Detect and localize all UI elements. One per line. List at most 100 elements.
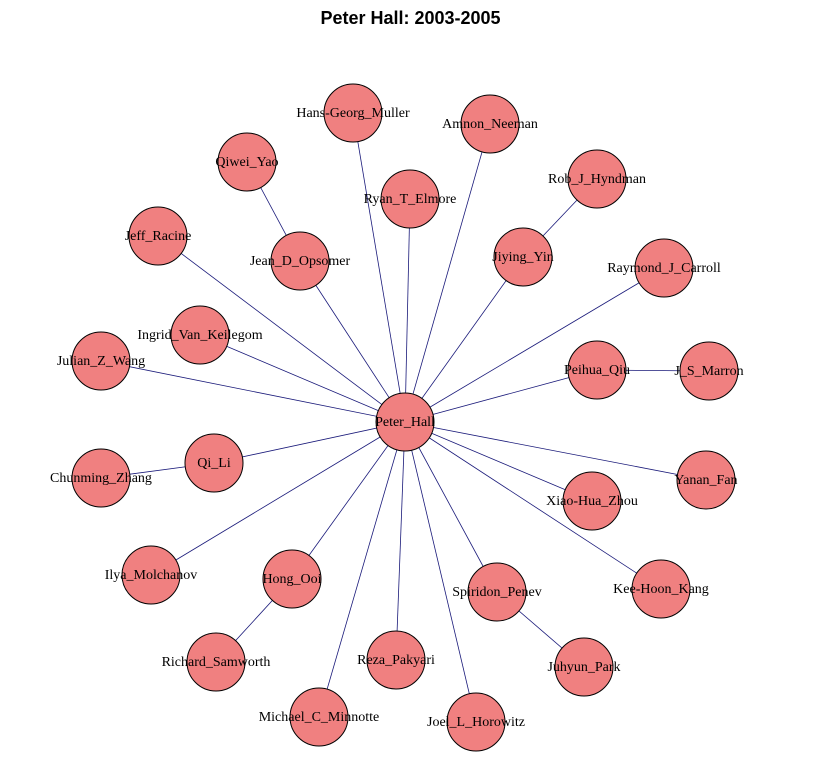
node-label: Ingrid_Van_Keilegom [137, 328, 262, 343]
node-label: Reza_Pakyari [357, 653, 435, 668]
node-circle [567, 149, 627, 209]
edge-peter-xiaohua [404, 421, 593, 502]
node-julian: Julian_Z_Wang [57, 331, 145, 391]
node-label: Qiwei_Yao [215, 155, 278, 170]
node-circle [71, 448, 131, 508]
node-michael: Michael_C_Minnotte [259, 687, 380, 747]
node-rob: Rob_J_Hyndman [548, 149, 646, 209]
graph-title: Peter Hall: 2003-2005 [320, 8, 501, 28]
edge-peter-hgm [352, 112, 406, 423]
edge-peter-jean [299, 260, 406, 423]
node-richard: Richard_Samworth [162, 632, 271, 692]
edge-peter-ilya [150, 421, 406, 576]
node-peihua: Peihua_Qiu [564, 340, 630, 400]
node-circle [366, 630, 426, 690]
edge-peter-julian [100, 360, 406, 423]
node-circle [493, 227, 553, 287]
node-jean: Jean_D_Opsomer [250, 231, 351, 291]
node-label: Michael_C_Minnotte [259, 710, 380, 725]
node-circle [71, 331, 131, 391]
node-circle [634, 238, 694, 298]
edge-peter-ingrid [199, 334, 406, 423]
edge-peter-raymond [404, 267, 665, 423]
node-label: Hong_Ooi [262, 572, 321, 587]
node-circle [170, 305, 230, 365]
node-label: Qi_Li [197, 456, 231, 471]
node-circle [567, 340, 627, 400]
node-label: Spiridon_Penev [452, 585, 541, 600]
edge-peter-joel [404, 421, 477, 723]
node-label: Peter_Hall [375, 415, 435, 430]
node-yanan: Yanan_Fan [674, 450, 738, 510]
node-circle [186, 632, 246, 692]
node-ingrid: Ingrid_Van_Keilegom [137, 305, 263, 365]
node-qili: Qi_Li [184, 433, 244, 493]
node-circle [679, 341, 739, 401]
node-label: Xiao-Hua_Zhou [546, 494, 638, 509]
node-reza: Reza_Pakyari [357, 630, 435, 690]
edge-peter-spiridon [404, 421, 498, 593]
node-layer: Peter_Hall Hans-Georg_MullerAmnon_NeemanQ… [50, 83, 744, 752]
node-jsm: J_S_Marron [674, 341, 744, 401]
node-raymond: Raymond_J_Carroll [607, 238, 721, 298]
node-label: Hans-Georg_Muller [296, 106, 410, 121]
node-circle [262, 549, 322, 609]
node-circle [323, 83, 383, 143]
node-circle [446, 692, 506, 752]
node-label: Raymond_J_Carroll [607, 261, 721, 276]
node-circle [562, 471, 622, 531]
node-label: Amnon_Neeman [442, 117, 538, 132]
node-circle [270, 231, 330, 291]
edge-peter-jeff [157, 235, 406, 423]
node-label: Julian_Z_Wang [57, 354, 145, 369]
node-juhyun: Juhyun_Park [547, 637, 621, 697]
node-joel: Joel_L_Horowitz [427, 692, 525, 752]
node-label: Ryan_T_Elmore [364, 192, 457, 207]
node-circle [121, 545, 181, 605]
node-circle [676, 450, 736, 510]
node-label: Juhyun_Park [547, 660, 620, 675]
node-jeff: Jeff_Racine [125, 206, 192, 266]
node-xiaohua: Xiao-Hua_Zhou [546, 471, 638, 531]
node-circle [289, 687, 349, 747]
node-label: Yanan_Fan [674, 473, 737, 488]
node-chunming: Chunming_Zhang [50, 448, 152, 508]
edge-peter-qili [213, 421, 406, 464]
edge-peter-amnon [404, 123, 491, 423]
node-label: Jiying_Yin [492, 250, 553, 265]
node-label: Peihua_Qiu [564, 363, 630, 378]
node-hgm: Hans-Georg_Muller [296, 83, 410, 143]
node-peter: Peter_Hall [375, 392, 435, 452]
edge-peter-reza [395, 421, 406, 661]
node-qiwei: Qiwei_Yao [215, 132, 279, 192]
node-circle [554, 637, 614, 697]
node-circle [184, 433, 244, 493]
node-circle [128, 206, 188, 266]
node-label: Jean_D_Opsomer [250, 254, 351, 269]
node-hong: Hong_Ooi [262, 549, 322, 609]
node-circle [380, 169, 440, 229]
edge-peter-hong [291, 421, 406, 580]
node-circle [631, 559, 691, 619]
node-ilya: Ilya_Molchanov [105, 545, 197, 605]
node-jiying: Jiying_Yin [492, 227, 554, 287]
node-circle [375, 392, 435, 452]
node-spiridon: Spiridon_Penev [452, 562, 542, 622]
edge-peter-keehoon [404, 421, 662, 590]
node-label: Kee-Hoon_Kang [613, 582, 709, 597]
node-circle [217, 132, 277, 192]
edge-peter-yanan [404, 421, 707, 481]
node-circle [467, 562, 527, 622]
node-label: Chunming_Zhang [50, 471, 152, 486]
node-amnon: Amnon_Neeman [442, 94, 538, 154]
node-label: J_S_Marron [674, 364, 743, 379]
node-circle [460, 94, 520, 154]
edge-peter-michael [318, 421, 406, 718]
edge-peter-jiying [404, 256, 524, 423]
node-label: Jeff_Racine [125, 229, 192, 244]
node-label: Richard_Samworth [162, 655, 271, 670]
node-label: Joel_L_Horowitz [427, 715, 525, 730]
node-label: Rob_J_Hyndman [548, 172, 646, 187]
edge-peter-ryan [404, 198, 411, 423]
